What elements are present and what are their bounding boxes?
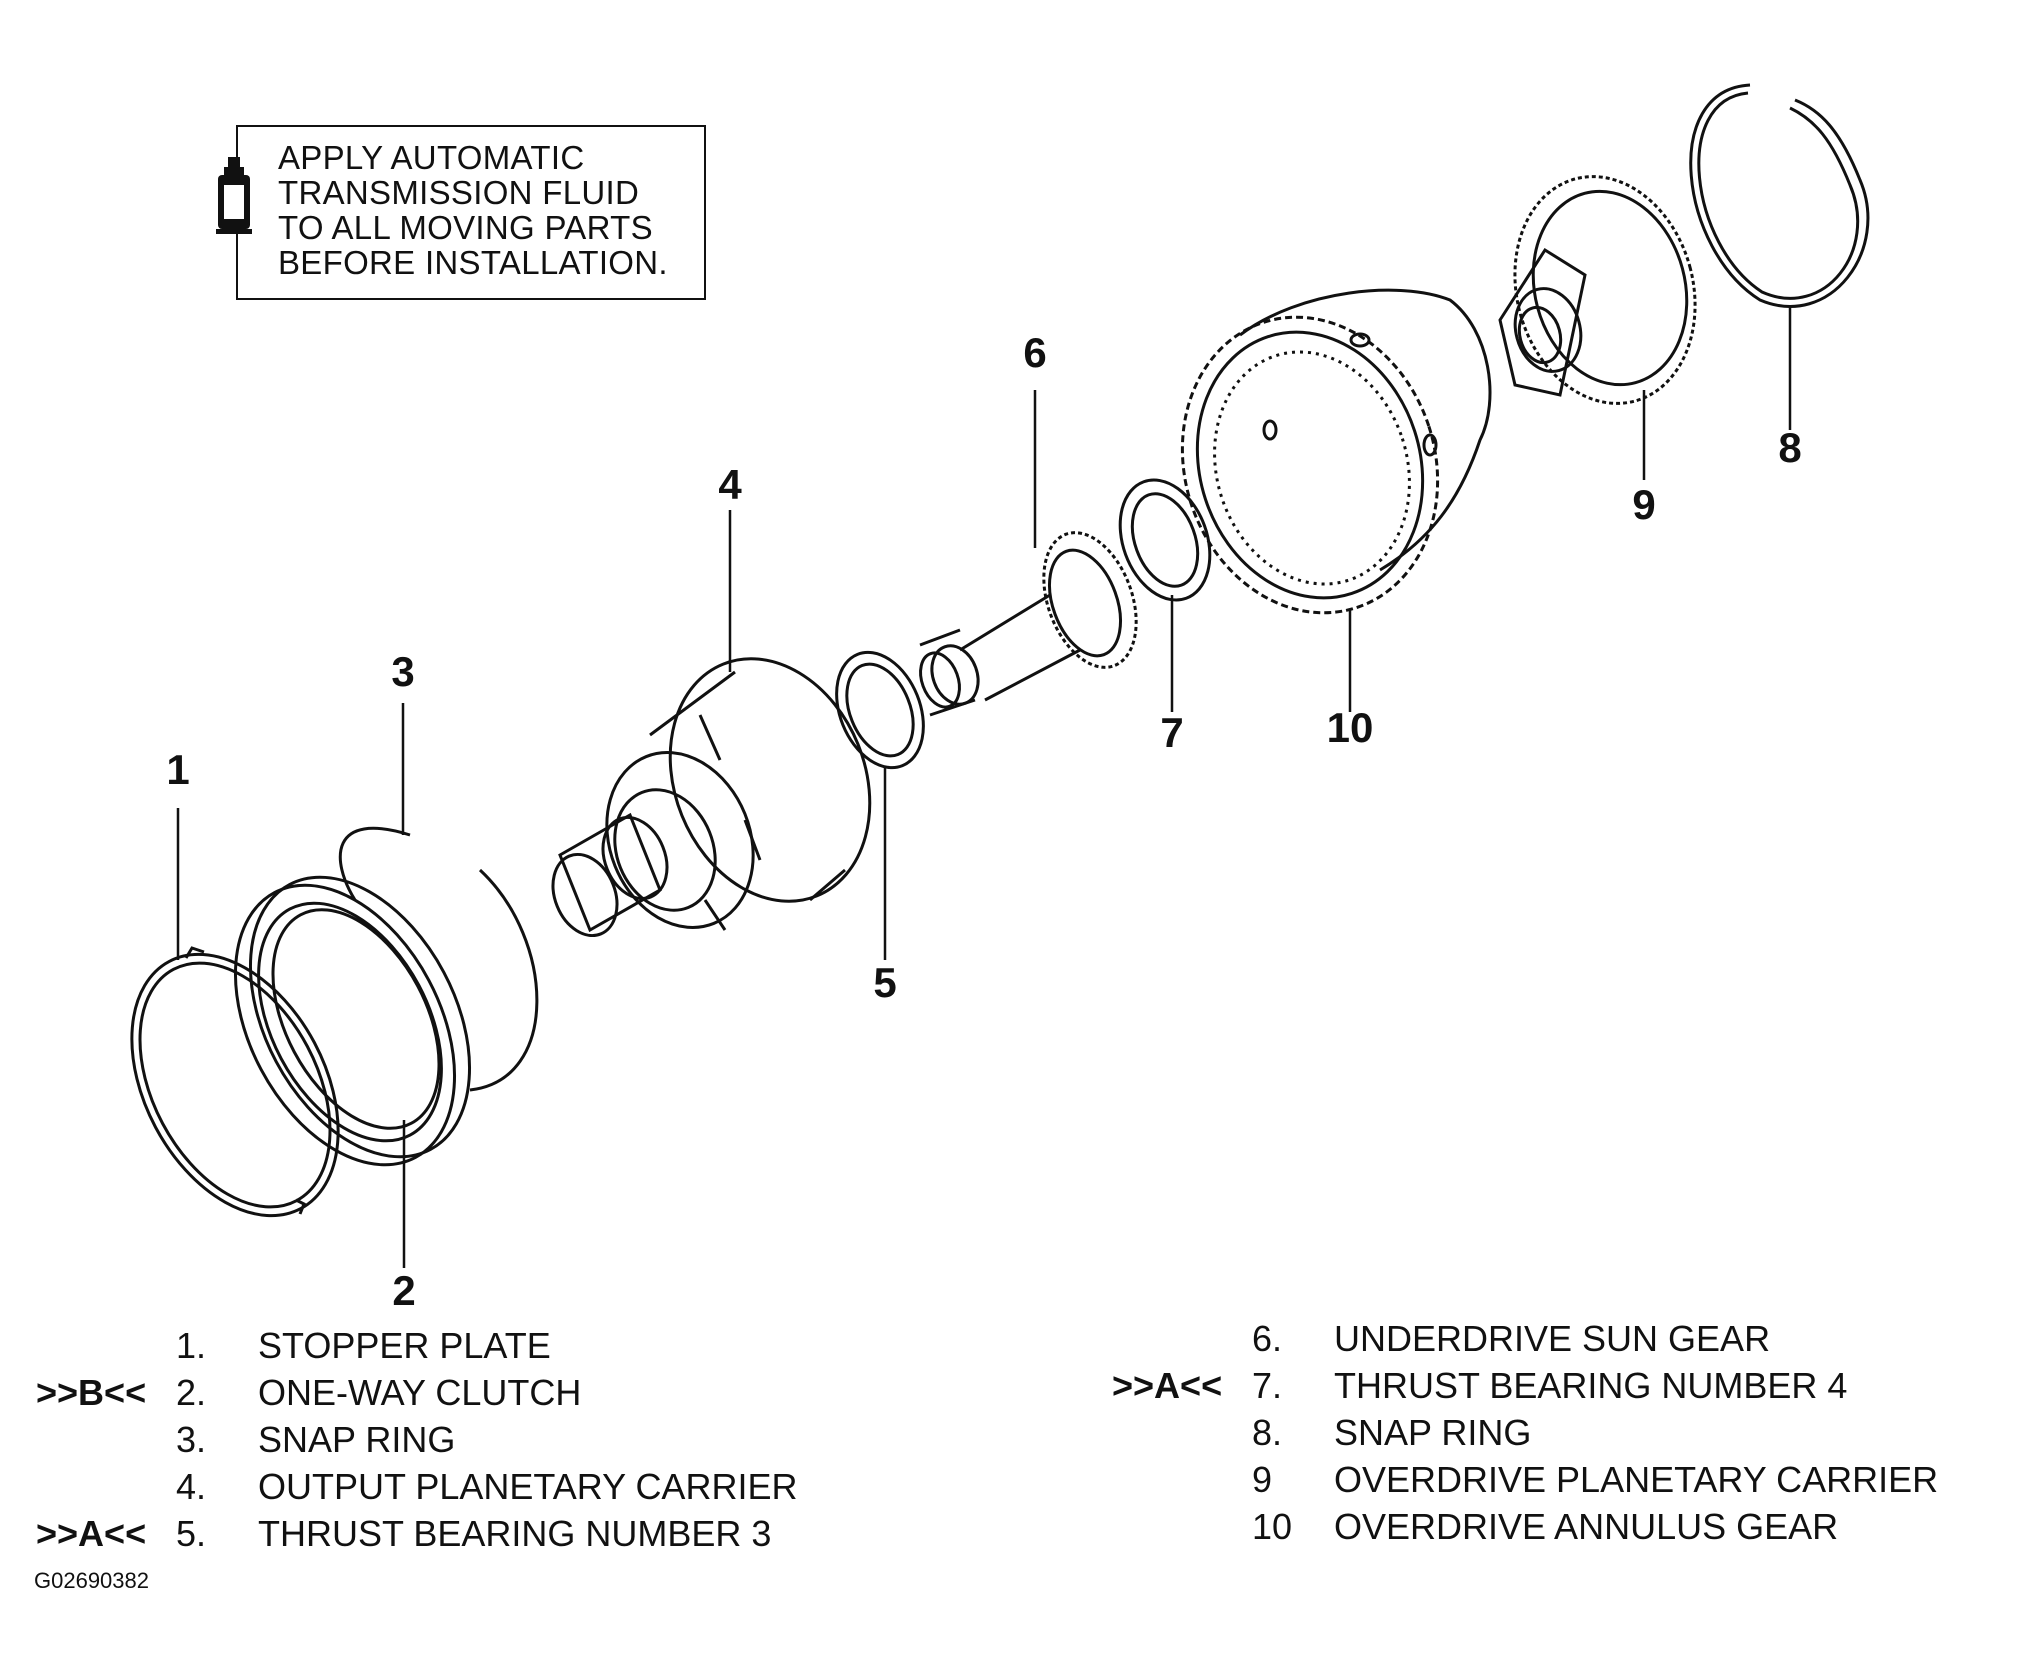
legend-row: >>A<< 7. THRUST BEARING NUMBER 4 (1112, 1362, 1938, 1409)
legend-tag (36, 1416, 176, 1463)
legend-tag: >>B<< (36, 1372, 147, 1413)
callout-3: 3 (391, 648, 415, 695)
legend-description: OVERDRIVE PLANETARY CARRIER (1334, 1459, 1939, 1500)
note-line: APPLY AUTOMATIC (278, 139, 585, 176)
legend-description: OUTPUT PLANETARY CARRIER (258, 1466, 798, 1507)
legend-number: 10 (1252, 1506, 1293, 1547)
legend-number: 9 (1252, 1459, 1273, 1500)
legend-row: 10 OVERDRIVE ANNULUS GEAR (1112, 1503, 1938, 1550)
underdrive-sun-gear-drawing (919, 531, 1138, 717)
legend-number: 8. (1252, 1412, 1283, 1453)
legend-tag (1112, 1409, 1252, 1456)
legend-description: SNAP RING (1334, 1412, 1532, 1453)
fluid-bottle-icon (216, 157, 252, 234)
legend-description: OVERDRIVE ANNULUS GEAR (1334, 1506, 1839, 1547)
legend-number: 6. (1252, 1318, 1283, 1359)
snap-ring-3-drawing (338, 826, 539, 1092)
thrust-bearing-4-drawing (1118, 478, 1212, 602)
legend-right: 6. UNDERDRIVE SUN GEAR >>A<< 7. THRUST BEAR… (1112, 1315, 1938, 1550)
legend-tag (1112, 1456, 1252, 1503)
legend-left: 1. STOPPER PLATE >>B<< 2. ONE-WAY CLUTCH 3.… (36, 1322, 797, 1557)
legend-number: 1. (176, 1325, 207, 1366)
note-box (236, 125, 706, 300)
leader-lines (176, 305, 1792, 1268)
legend-number: 7. (1252, 1365, 1283, 1406)
legend-description: THRUST BEARING NUMBER 4 (1334, 1365, 1848, 1406)
legend-tag (1112, 1315, 1252, 1362)
legend-description: STOPPER PLATE (258, 1325, 551, 1366)
legend-description: THRUST BEARING NUMBER 3 (258, 1513, 772, 1554)
stopper-plate-drawing (130, 946, 340, 1218)
legend-number: 5. (176, 1513, 207, 1554)
note-line: BEFORE INSTALLATION. (278, 244, 668, 281)
note-line: TRANSMISSION FLUID (278, 174, 640, 211)
legend-row: >>A<< 5. THRUST BEARING NUMBER 3 (36, 1510, 797, 1557)
callout-10: 10 (1326, 704, 1374, 751)
callout-7: 7 (1160, 709, 1184, 756)
legend-row: >>B<< 2. ONE-WAY CLUTCH (36, 1369, 797, 1416)
thrust-bearing-3-drawing (835, 650, 925, 770)
figure-id: G02690382 (34, 1568, 149, 1593)
one-way-clutch-drawing (233, 875, 472, 1167)
callout-8: 8 (1778, 424, 1802, 471)
overdrive-planetary-carrier-drawing (1498, 175, 1697, 405)
callout-2: 2 (392, 1267, 416, 1314)
legend-tag (36, 1463, 176, 1510)
output-planetary-carrier-drawing (551, 657, 872, 938)
legend-row: 9 OVERDRIVE PLANETARY CARRIER (1112, 1456, 1938, 1503)
legend-row: 1. STOPPER PLATE (36, 1322, 797, 1369)
legend-number: 4. (176, 1466, 207, 1507)
legend-tag: >>A<< (1112, 1365, 1223, 1406)
legend-number: 3. (176, 1419, 207, 1460)
callout-6: 6 (1023, 329, 1047, 376)
legend-row: 3. SNAP RING (36, 1416, 797, 1463)
callout-4: 4 (718, 461, 742, 508)
legend-row: 6. UNDERDRIVE SUN GEAR (1112, 1315, 1938, 1362)
legend-tag (1112, 1503, 1252, 1550)
callout-9: 9 (1632, 481, 1656, 528)
legend-tag (36, 1322, 176, 1369)
legend-description: ONE-WAY CLUTCH (258, 1372, 582, 1413)
snap-ring-8-drawing (1689, 83, 1870, 308)
legend-description: SNAP RING (258, 1419, 456, 1460)
callout-1: 1 (166, 746, 190, 793)
note-line: TO ALL MOVING PARTS (278, 209, 653, 246)
legend-row: 4. OUTPUT PLANETARY CARRIER (36, 1463, 797, 1510)
legend-row: 8. SNAP RING (1112, 1409, 1938, 1456)
legend-tag: >>A<< (36, 1513, 147, 1554)
legend-description: UNDERDRIVE SUN GEAR (1334, 1318, 1771, 1359)
callout-5: 5 (873, 959, 897, 1006)
legend-number: 2. (176, 1372, 207, 1413)
